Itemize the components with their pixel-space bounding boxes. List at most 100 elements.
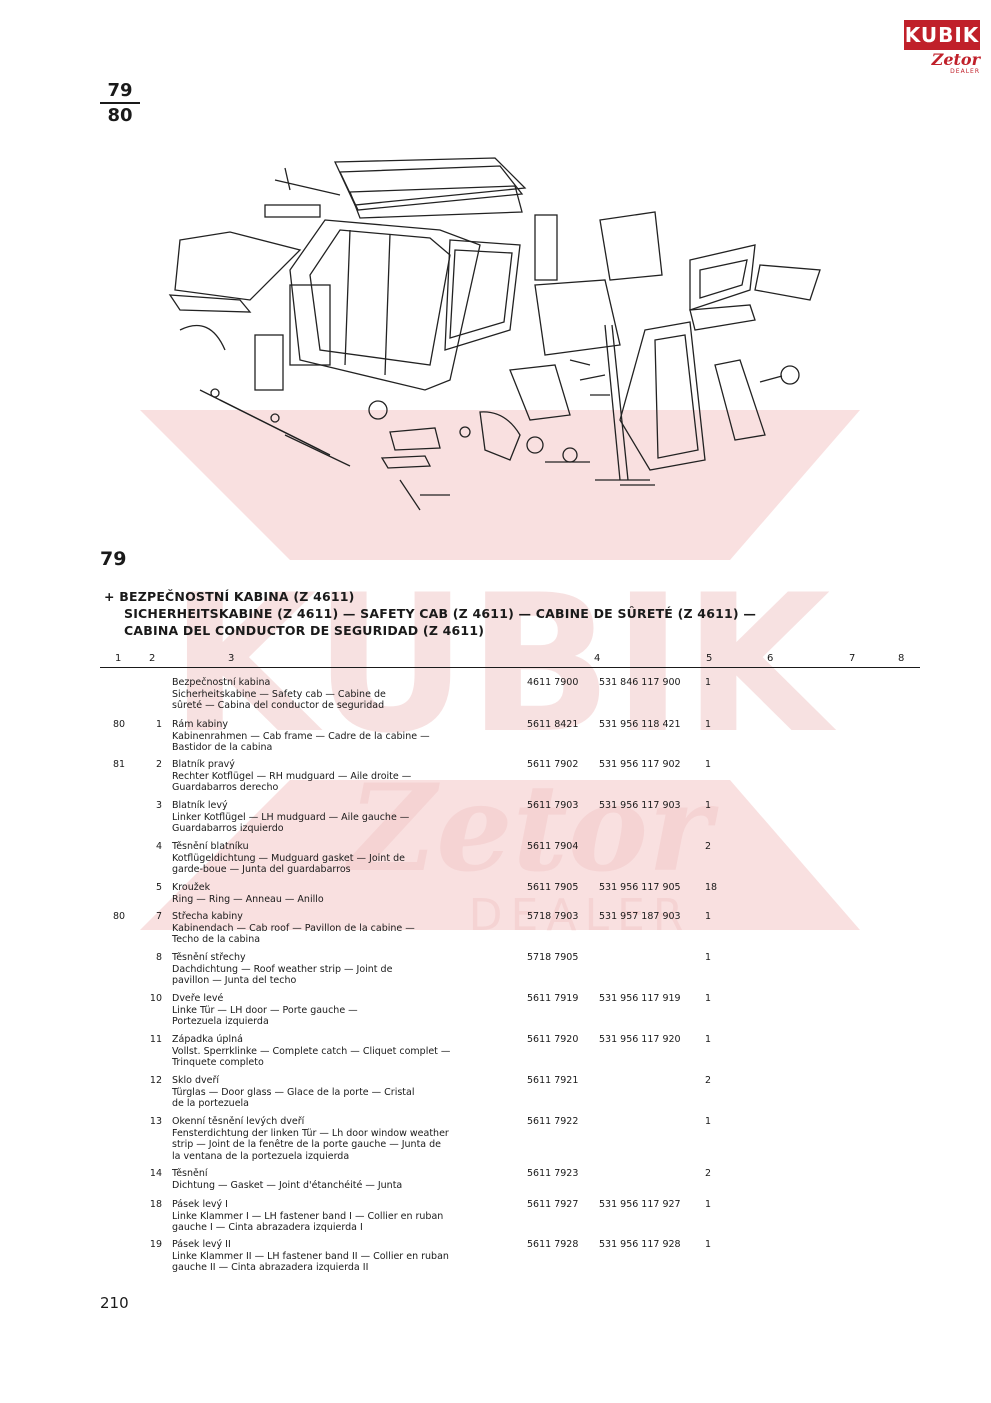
part-number-cell: 5718 7905	[527, 952, 579, 963]
door-glass-left	[254, 334, 284, 391]
alt-part-number-cell: 531 956 117 928	[599, 1239, 681, 1250]
rod-linkage-left	[199, 388, 351, 467]
quantity-cell: 1	[705, 1034, 712, 1045]
center-hardware	[380, 411, 590, 511]
part-number-cell: 5611 7923	[527, 1168, 579, 1179]
column-header-4: 4	[594, 653, 601, 664]
description-line: Linke Klammer I — LH fastener band I — C…	[172, 1210, 444, 1222]
description-cell: Blatník levý Linker Kotflügel — LH mudgu…	[172, 800, 502, 835]
quantity-cell: 2	[705, 841, 712, 852]
left-side-window	[174, 231, 302, 301]
title-line-multilingual: SICHERHEITSKABINE (Z 4611) — SAFETY CAB …	[124, 606, 757, 621]
part-number-cell: 5611 7920	[527, 1034, 579, 1045]
description-line: Dachdichtung — Roof weather strip — Join…	[172, 963, 393, 975]
quantity-cell: 1	[705, 911, 712, 922]
position-cell: 13	[149, 1116, 162, 1127]
cab-roof	[333, 157, 527, 219]
dealer-logo: KUBIK Zetor DEALER	[904, 20, 984, 80]
position-cell: 12	[149, 1075, 162, 1086]
quantity-cell: 18	[705, 882, 718, 893]
description-line: Techo de la cabina	[172, 934, 261, 945]
description-line: Okenní těsnění levých dveří	[172, 1116, 305, 1127]
figure-ref-numerator: 79	[100, 80, 140, 104]
part-number-cell: 5611 7922	[527, 1116, 579, 1127]
title-line-czech: + BEZPEČNOSTNÍ KABINA (Z 4611)	[104, 589, 355, 604]
position-cell: 2	[155, 759, 162, 770]
description-cell: Pásek levý I Linke Klammer I — LH fasten…	[172, 1199, 502, 1234]
description-line: Blatník levý	[172, 800, 228, 811]
position-cell: 11	[149, 1034, 162, 1045]
rear-window-unit	[689, 244, 821, 331]
quantity-cell: 1	[705, 677, 712, 688]
roof-strip-part	[264, 204, 321, 218]
figure-ref-cell: 80	[113, 911, 126, 922]
description-line: Trinquete completo	[172, 1057, 264, 1068]
logo-zetor-text: Zetor	[931, 50, 980, 69]
roof-bolt-part	[274, 167, 341, 196]
description-line: Dveře levé	[172, 993, 224, 1004]
description-cell: Západka úplná Vollst. Sperrklinke — Comp…	[172, 1034, 502, 1069]
description-line: Kotflügeldichtung — Mudguard gasket — Jo…	[172, 852, 405, 864]
position-cell: 14	[149, 1168, 162, 1179]
description-cell: Okenní těsnění levých dveří Fensterdicht…	[172, 1116, 502, 1162]
quantity-cell: 2	[705, 1075, 712, 1086]
position-cell: 4	[155, 841, 162, 852]
part-number-cell: 5611 8421	[527, 719, 579, 730]
quantity-cell: 1	[705, 993, 712, 1004]
part-number-cell: 5611 7903	[527, 800, 579, 811]
column-header-7: 7	[849, 653, 856, 664]
description-line: Pásek levý I	[172, 1199, 228, 1210]
part-number-cell: 5611 7928	[527, 1239, 579, 1250]
part-number-cell: 5611 7919	[527, 993, 579, 1004]
description-cell: Rám kabiny Kabinenrahmen — Cab frame — C…	[172, 719, 502, 754]
description-line: Ring — Ring — Anneau — Anillo	[172, 893, 324, 905]
description-line: Sicherheitskabine — Safety cab — Cabine …	[172, 688, 386, 700]
description-line: la ventana de la portezuela izquierda	[172, 1150, 350, 1162]
position-cell: 7	[155, 911, 162, 922]
small-fasteners	[569, 359, 610, 396]
description-line: Guardabarros izquierdo	[172, 823, 284, 834]
part-number-cell: 5718 7903	[527, 911, 579, 922]
alt-part-number-cell: 531 956 117 902	[599, 759, 681, 770]
description-line: Rám kabiny	[172, 719, 228, 730]
description-line: Západka úplná	[172, 1034, 243, 1045]
alt-part-number-cell: 531 956 117 903	[599, 800, 681, 811]
description-line: gauche I — Cinta abrazadera izquierda I	[172, 1222, 363, 1233]
rear-window-small	[599, 211, 663, 281]
description-line: Pásek levý II	[172, 1239, 231, 1250]
alt-part-number-cell: 531 957 187 903	[599, 911, 681, 922]
description-line: Sklo dveří	[172, 1075, 220, 1086]
column-header-1: 1	[115, 653, 122, 664]
position-cell: 18	[149, 1199, 162, 1210]
position-cell: 19	[149, 1239, 162, 1250]
quantity-cell: 1	[705, 719, 712, 730]
description-line: Vollst. Sperrklinke — Complete catch — C…	[172, 1045, 451, 1057]
description-cell: Pásek levý II Linke Klammer II — LH fast…	[172, 1239, 502, 1274]
logo-dealer-text: DEALER	[950, 68, 980, 75]
alt-part-number-cell: 531 846 117 900	[599, 677, 681, 688]
description-line: Kroužek	[172, 882, 211, 893]
description-line: pavillon — Junta del techo	[172, 975, 297, 986]
description-line: Blatník pravý	[172, 759, 235, 770]
column-header-6: 6	[767, 653, 774, 664]
quantity-cell: 1	[705, 1239, 712, 1250]
description-cell: Těsnění blatníku Kotflügeldichtung — Mud…	[172, 841, 502, 876]
description-line: Türglas — Door glass — Glace de la porte…	[172, 1086, 415, 1098]
door-assembly	[604, 321, 800, 486]
description-cell: Bezpečnostní kabina Sicherheitskabine — …	[172, 677, 502, 712]
description-cell: Kroužek Ring — Ring — Anneau — Anillo	[172, 882, 502, 905]
description-line: de la portezuela	[172, 1098, 250, 1109]
description-line: Bastidor de la cabina	[172, 742, 273, 753]
part-number-cell: 5611 7904	[527, 841, 579, 852]
door-seal-strip	[534, 214, 558, 281]
description-line: sûreté — Cabina del conductor de segurid…	[172, 700, 385, 711]
description-line: Kabinenrahmen — Cab frame — Cadre de la …	[172, 730, 430, 742]
part-number-cell: 5611 7902	[527, 759, 579, 770]
quantity-cell: 2	[705, 1168, 712, 1179]
description-cell: Střecha kabiny Kabinendach — Cab roof — …	[172, 911, 502, 946]
mudguard-left	[179, 324, 226, 351]
figure-number: 79	[100, 548, 127, 570]
alt-part-number-cell: 531 956 117 927	[599, 1199, 681, 1210]
description-line: Linke Klammer II — LH fastener band II —…	[172, 1250, 449, 1262]
figure-ref-cell: 81	[113, 759, 126, 770]
